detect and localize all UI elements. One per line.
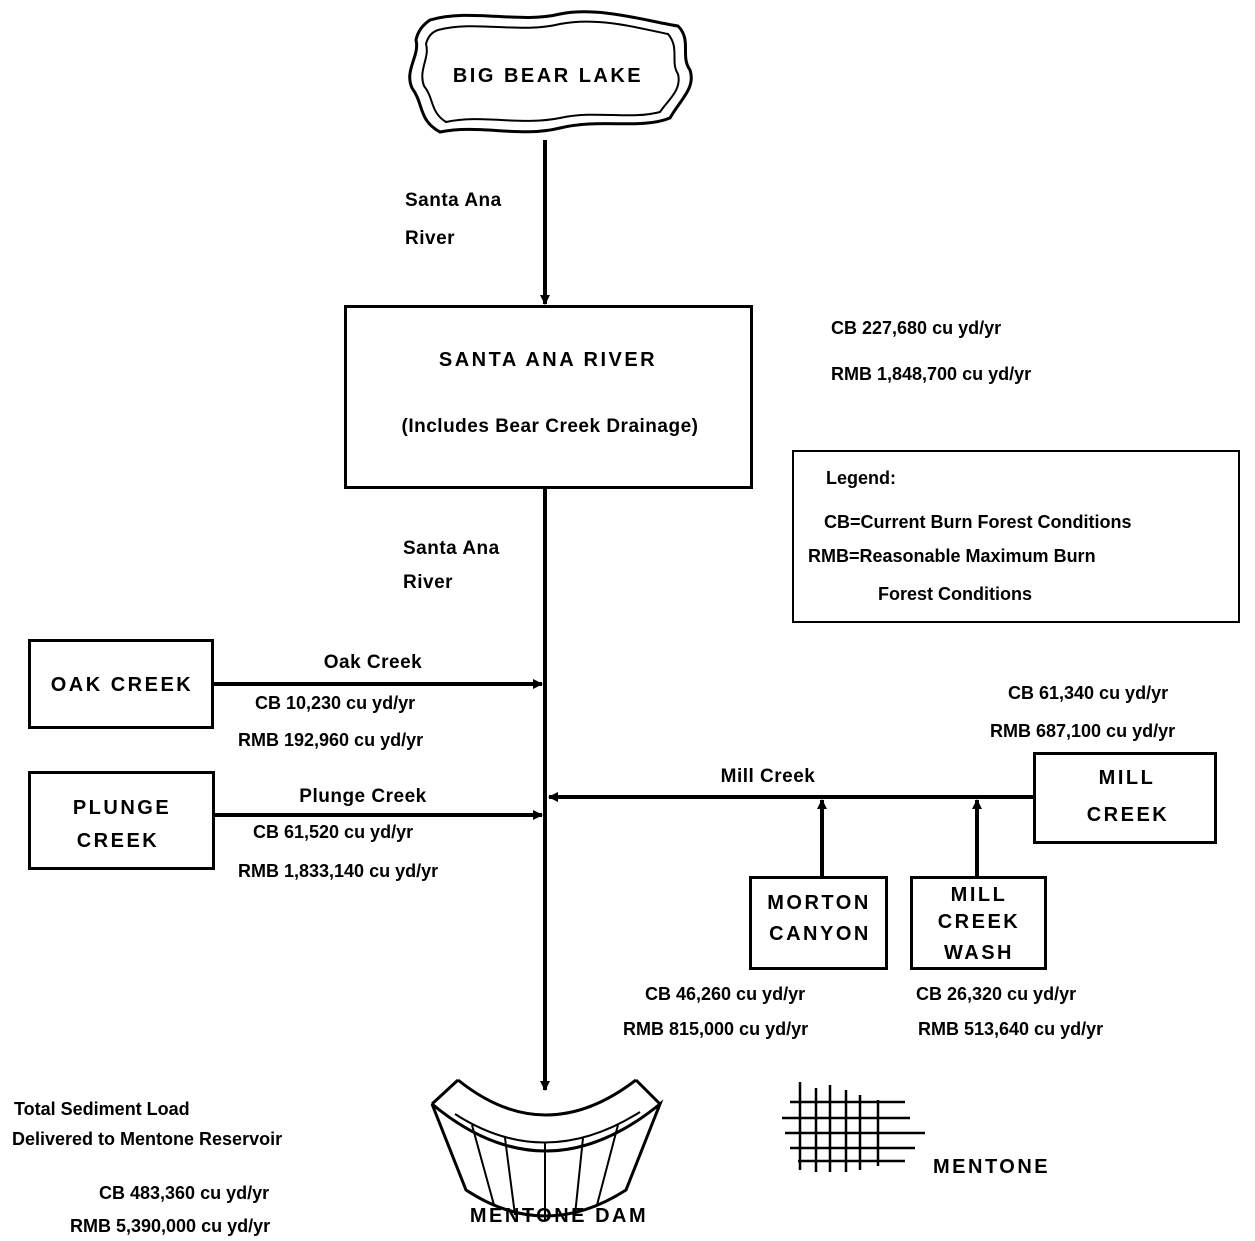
morton-canyon-label-2: CANYON (769, 923, 871, 945)
mill-creek-wash-box (910, 876, 1047, 970)
morton-canyon-label-1: MORTON (767, 892, 871, 914)
legend-rmb-continued: Forest Conditions (878, 584, 1032, 604)
mill-creek-wash-cb-load: CB 26,320 cu yd/yr (916, 984, 1077, 1004)
legend-title: Legend: (826, 468, 896, 488)
upper-river-label-2: River (405, 228, 456, 249)
santa-ana-river-subtitle: (Includes Bear Creek Drainage) (401, 416, 699, 437)
lower-river-label-1: Santa Ana (403, 538, 500, 559)
morton-canyon-rmb-load: RMB 815,000 cu yd/yr (623, 1019, 809, 1039)
plunge-creek-box (28, 771, 215, 870)
mill-creek-rmb-load: RMB 687,100 cu yd/yr (990, 721, 1176, 741)
total-load-title-2: Delivered to Mentone Reservoir (12, 1129, 283, 1149)
mill-creek-label-1: MILL (1098, 767, 1156, 789)
oak-creek-rmb-load: RMB 192,960 cu yd/yr (238, 730, 424, 750)
plunge-creek-flow-label: Plunge Creek (299, 786, 427, 807)
mill-creek-wash-rmb-load: RMB 513,640 cu yd/yr (918, 1019, 1104, 1039)
upper-river-label-1: Santa Ana (405, 190, 502, 211)
total-cb-load: CB 483,360 cu yd/yr (99, 1183, 270, 1203)
mill-creek-wash-label-2: CREEK (937, 911, 1021, 933)
oak-creek-flow-label: Oak Creek (323, 652, 423, 673)
mentone-grid-symbol (782, 1082, 925, 1172)
legend-box (792, 450, 1240, 623)
santa-ana-river-box (344, 305, 753, 489)
big-bear-lake-inner (421, 20, 680, 124)
mentone-dam-symbol (430, 1078, 664, 1220)
plunge-creek-cb-load: CB 61,520 cu yd/yr (253, 822, 414, 842)
morton-canyon-box (749, 876, 888, 970)
morton-canyon-cb-load: CB 46,260 cu yd/yr (645, 984, 806, 1004)
mill-creek-box (1033, 752, 1217, 844)
plunge-creek-label-1: PLUNGE (72, 797, 172, 819)
mill-creek-wash-label-1: MILL (950, 884, 1008, 906)
mentone-label: MENTONE (933, 1156, 1051, 1178)
mill-creek-wash-label-3: WASH (944, 942, 1014, 964)
plunge-creek-rmb-load: RMB 1,833,140 cu yd/yr (238, 861, 439, 881)
santa-ana-cb-load: CB 227,680 cu yd/yr (831, 318, 1002, 338)
mill-creek-cb-load: CB 61,340 cu yd/yr (1008, 683, 1169, 703)
big-bear-lake-label: BIG BEAR LAKE (452, 65, 644, 87)
legend-cb: CB=Current Burn Forest Conditions (824, 512, 1132, 532)
mill-creek-flow-label: Mill Creek (720, 766, 816, 787)
oak-creek-label: OAK CREEK (50, 674, 194, 696)
mentone-dam-label: MENTONE DAM (469, 1205, 649, 1227)
legend-rmb: RMB=Reasonable Maximum Burn (808, 546, 1096, 566)
total-rmb-load: RMB 5,390,000 cu yd/yr (70, 1216, 271, 1236)
santa-ana-rmb-load: RMB 1,848,700 cu yd/yr (831, 364, 1032, 384)
oak-creek-cb-load: CB 10,230 cu yd/yr (255, 693, 416, 713)
total-load-title-1: Total Sediment Load (14, 1099, 190, 1119)
mill-creek-label-2: CREEK (1086, 804, 1170, 826)
big-bear-lake-outline (408, 10, 693, 134)
lower-river-label-2: River (403, 572, 454, 593)
oak-creek-box (28, 639, 214, 729)
plunge-creek-label-2: CREEK (76, 830, 160, 852)
santa-ana-river-title: SANTA ANA RIVER (438, 349, 658, 371)
